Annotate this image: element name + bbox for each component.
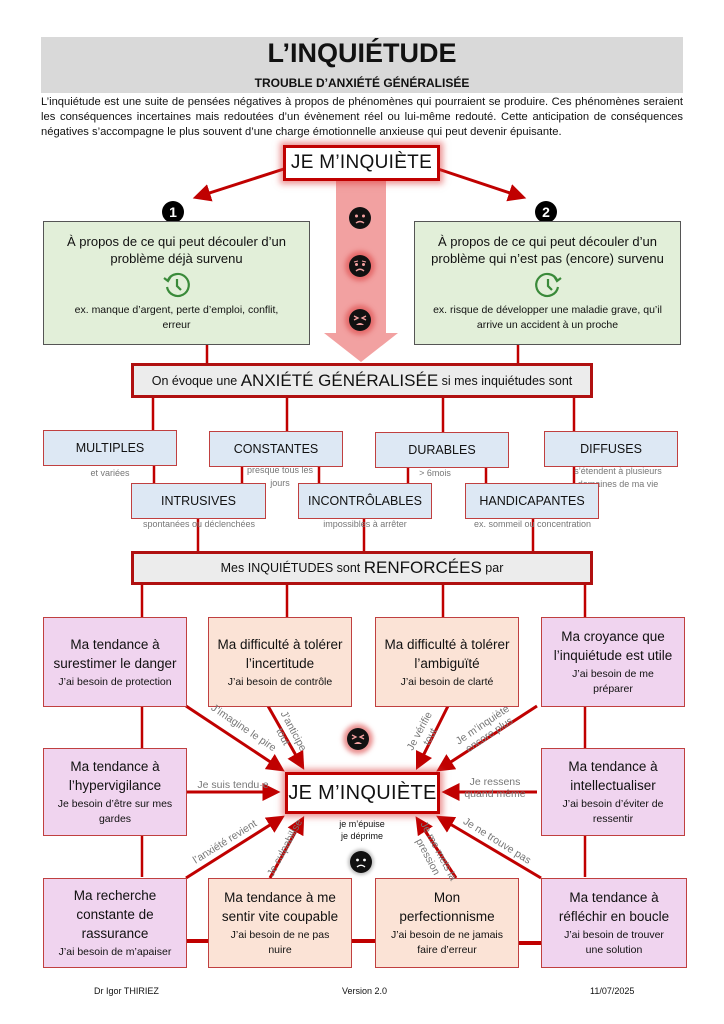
reinforcement-band: Mes INQUIÉTUDES sont RENFORCÉES par bbox=[131, 551, 593, 585]
branch-1-title: À propos de ce qui peut découler d’un pr… bbox=[67, 234, 286, 266]
criterion-incontrolables: INCONTRÔLABLES bbox=[298, 483, 432, 519]
factor-box: Ma recherche constante de rassurance J’a… bbox=[43, 878, 187, 968]
factor-title: Mon perfectionnisme bbox=[399, 890, 495, 924]
sad-face-icon bbox=[350, 851, 372, 873]
factor-box: Ma tendance à l’hypervigilance Je besoin… bbox=[43, 748, 187, 836]
criterion-label: HANDICAPANTES bbox=[479, 494, 585, 508]
criterion-intrusives: INTRUSIVES bbox=[131, 483, 266, 519]
arrow-label: Je ressens quand même bbox=[464, 776, 526, 800]
branch-1-example: ex. manque d’argent, perte d’emploi, con… bbox=[74, 304, 279, 331]
criterion-note: > 6mois bbox=[419, 468, 451, 478]
gad-definition-band: On évoque une ANXIÉTÉ GÉNÉRALISÉE si mes… bbox=[131, 363, 593, 398]
clock-future-icon bbox=[534, 272, 562, 298]
gad-band-prefix: On évoque une bbox=[151, 373, 241, 388]
distressed-face-icon bbox=[349, 309, 371, 331]
reinforce-band-suffix: par bbox=[481, 561, 504, 575]
center-worry-label: JE M’INQUIÈTE bbox=[288, 781, 437, 804]
consequence-exhaustion: je m’épuise bbox=[339, 819, 385, 829]
distressed-face-icon bbox=[347, 728, 369, 750]
center-worry-node: JE M’INQUIÈTE bbox=[285, 772, 440, 814]
top-worry-node: JE M’INQUIÈTE bbox=[283, 145, 440, 181]
factor-title: Ma tendance à me sentir vite coupable bbox=[221, 890, 339, 924]
factor-need: J’ai besoin de contrôle bbox=[227, 675, 333, 688]
factor-need: Je besoin d’être sur mes gardes bbox=[57, 798, 173, 825]
clock-history-icon bbox=[162, 272, 190, 298]
footer-date: 11/07/2025 bbox=[590, 986, 635, 996]
worried-face-icon bbox=[349, 207, 371, 229]
branch-1-number-badge: 1 bbox=[162, 201, 184, 223]
criterion-label: DIFFUSES bbox=[580, 442, 642, 456]
arrow-to-branch-2 bbox=[431, 165, 527, 202]
criterion-note: impossibles à arrêter bbox=[323, 519, 407, 529]
footer-version: Version 2.0 bbox=[342, 986, 388, 996]
criterion-durables: DURABLES bbox=[375, 432, 509, 468]
criterion-diffuses: DIFFUSES bbox=[544, 431, 678, 467]
branch-1-box: À propos de ce qui peut découler d’un pr… bbox=[43, 221, 310, 345]
factor-need: J’ai besoin de clarté bbox=[400, 675, 494, 688]
page-title: L’INQUIÉTUDE bbox=[267, 38, 457, 68]
criterion-note: ex. sommeil ou concentration bbox=[473, 519, 592, 529]
factor-title: Ma tendance à réfléchir en boucle bbox=[558, 890, 670, 924]
factor-box: Ma tendance à intellectualiser J’ai beso… bbox=[541, 748, 685, 836]
factor-need: J’ai besoin d’éviter de ressentir bbox=[562, 798, 664, 825]
criterion-note: et variées bbox=[90, 468, 130, 478]
criterion-note: spontanées ou déclenchées bbox=[142, 519, 256, 529]
factor-need: J’ai besoin de ne pas nuire bbox=[230, 929, 330, 956]
criterion-label: INCONTRÔLABLES bbox=[308, 494, 422, 508]
intro-paragraph: L’inquiétude est une suite de pensées né… bbox=[41, 96, 683, 138]
factor-box: Ma tendance à réfléchir en boucle J’ai b… bbox=[541, 878, 687, 968]
criterion-constantes: CONSTANTES bbox=[209, 431, 343, 467]
consequence-depression: je déprime bbox=[340, 831, 384, 841]
criterion-note: s’étendent à plusieurs domaines de ma vi… bbox=[574, 466, 662, 489]
factor-need: J’ai besoin de me préparer bbox=[572, 668, 654, 695]
factor-box: Ma difficulté à tolérer l’incertitude J’… bbox=[208, 617, 352, 707]
top-worry-label: JE M’INQUIÈTE bbox=[290, 152, 433, 173]
title-banner bbox=[41, 37, 683, 93]
factor-box: Mon perfectionnisme J’ai besoin de ne ja… bbox=[375, 878, 519, 968]
factor-need: J’ai besoin de protection bbox=[58, 675, 172, 688]
arrow-label: Je suis tendu·e bbox=[197, 779, 269, 791]
factor-title: Ma tendance à surestimer le danger bbox=[53, 636, 177, 671]
factor-title: Ma recherche constante de rassurance bbox=[73, 888, 157, 941]
arrow-to-branch-1 bbox=[192, 165, 291, 202]
branch-2-box: À propos de ce qui peut découler d’un pr… bbox=[414, 221, 681, 345]
factor-title: Ma tendance à l’hypervigilance bbox=[68, 759, 162, 793]
page-subtitle: TROUBLE D’ANXIÉTÉ GÉNÉRALISÉE bbox=[254, 76, 470, 90]
gad-band-suffix: si mes inquiétudes sont bbox=[438, 373, 573, 388]
criterion-label: DURABLES bbox=[408, 443, 476, 457]
factor-title: Ma difficulté à tolérer l’incertitude bbox=[217, 636, 343, 671]
criterion-label: INTRUSIVES bbox=[160, 494, 236, 508]
reinforce-band-emphasis: RENFORCÉES bbox=[363, 558, 482, 577]
factor-need: J’ai besoin de ne jamais faire d’erreur bbox=[390, 929, 504, 956]
branch-2-example: ex. risque de développer une maladie gra… bbox=[433, 304, 662, 331]
factor-title: Ma croyance que l’inquiétude est utile bbox=[553, 629, 673, 663]
factor-title: Ma difficulté à tolérer l’ambiguïté bbox=[384, 636, 510, 671]
factor-box: Ma difficulté à tolérer l’ambiguïté J’ai… bbox=[375, 617, 519, 707]
criterion-note: presque tous les jours bbox=[246, 465, 314, 488]
reinforce-band-prefix: Mes INQUIÉTUDES sont bbox=[220, 561, 364, 575]
factor-title: Ma tendance à intellectualiser bbox=[568, 759, 658, 793]
criterion-label: CONSTANTES bbox=[233, 442, 319, 456]
footer-author: Dr Igor THIRIEZ bbox=[94, 986, 159, 996]
factor-need: J’ai besoin de m’apaiser bbox=[58, 946, 172, 958]
criterion-label: MULTIPLES bbox=[75, 441, 145, 455]
factor-need: J’ai besoin de trouver une solution bbox=[564, 929, 664, 956]
gad-band-emphasis: ANXIÉTÉ GÉNÉRALISÉE bbox=[240, 370, 439, 390]
factor-box: Ma tendance à me sentir vite coupable J’… bbox=[208, 878, 352, 968]
criterion-multiples: MULTIPLES bbox=[43, 430, 177, 466]
factor-box: Ma tendance à surestimer le danger J’ai … bbox=[43, 617, 187, 707]
anxious-face-icon bbox=[349, 255, 371, 277]
branch-2-title: À propos de ce qui peut découler d’un pr… bbox=[431, 234, 664, 266]
branch-2-number-badge: 2 bbox=[535, 201, 557, 223]
factor-box: Ma croyance que l’inquiétude est utile J… bbox=[541, 617, 685, 707]
criterion-handicapantes: HANDICAPANTES bbox=[465, 483, 599, 519]
